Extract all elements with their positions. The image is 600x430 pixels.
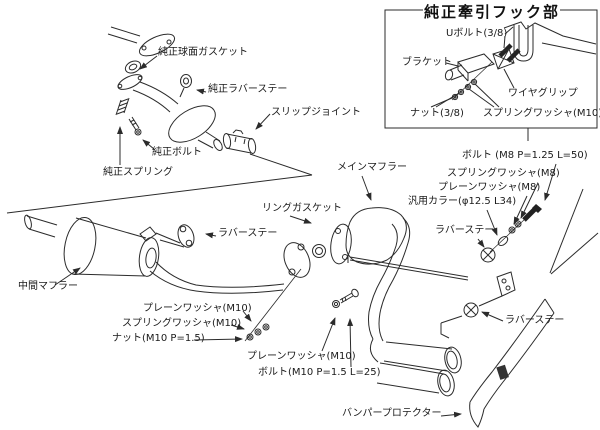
label-plain-washer-m10-center: プレーンワッシャ(M10): [247, 351, 356, 362]
label-genuine-rubber-stay: 純正ラバーステー: [208, 84, 288, 95]
label-rubber-stay-left: ラバーステー: [218, 228, 278, 239]
label-nut-3-8: ナット(3/8): [410, 108, 464, 119]
inset-title: 純正牽引フック部: [424, 3, 561, 21]
label-bracket: ブラケット: [402, 57, 452, 68]
label-genuine-bolt: 純正ボルト: [152, 147, 202, 158]
label-bolt-m8: ボルト (M8 P=1.25 L=50): [462, 150, 588, 161]
label-plain-washer-m8: プレーンワッシャ(M8): [438, 182, 541, 193]
label-plain-washer-m10-left: プレーンワッシャ(M10): [143, 303, 252, 314]
label-bumper-protector: バンパープロテクター: [342, 408, 442, 419]
label-wire-grip: ワイヤグリップ: [508, 88, 578, 99]
label-center-muffler: 中間マフラー: [18, 281, 78, 292]
main-muffler-drawing: [321, 163, 599, 428]
label-u-bolt: Uボルト(3/8): [446, 28, 508, 39]
label-inset-spring-washer: スプリングワッシャ(M10): [483, 108, 600, 119]
label-genuine-spherical-gasket: 純正球面ガスケット: [158, 47, 248, 58]
inset-box: [384, 9, 598, 141]
label-spring-washer-m10: スプリングワッシャ(M10): [122, 318, 242, 329]
label-spring-washer-m8: スプリングワッシャ(M8): [447, 168, 560, 179]
label-main-muffler: メインマフラー: [337, 162, 407, 173]
label-rubber-stay-right-upper: ラバーステー: [435, 225, 495, 236]
front-pipe-assembly: [6, 26, 313, 214]
label-nut-m10: ナット(M10 P=1.5): [112, 333, 205, 344]
center-muffler-drawing: [24, 214, 326, 343]
label-genuine-spring: 純正スプリング: [103, 167, 173, 178]
label-universal-collar: 汎用カラー(φ12.5 L34): [408, 196, 517, 207]
label-rubber-stay-right-lower: ラバーステー: [505, 315, 565, 326]
label-slip-joint: スリップジョイント: [271, 107, 361, 118]
label-ring-gasket: リングガスケット: [262, 203, 342, 214]
label-bolt-m10: ボルト(M10 P=1.5 L=25): [258, 367, 381, 378]
inset-hardware-dots: [451, 78, 478, 101]
